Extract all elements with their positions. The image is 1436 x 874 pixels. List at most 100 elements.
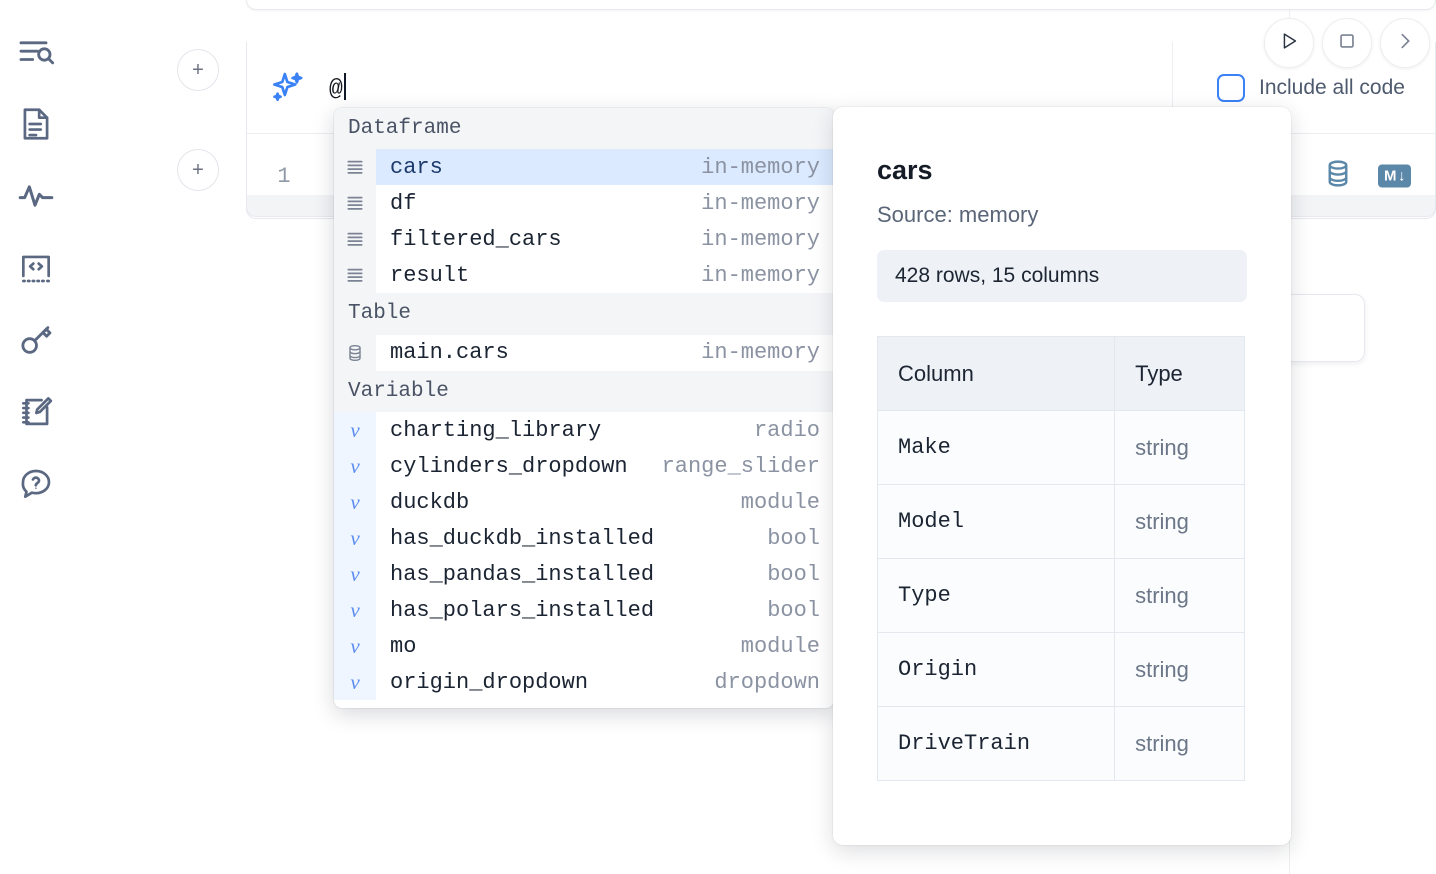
- include-all-code-label: Include all code: [1259, 75, 1405, 99]
- autocomplete-item[interactable]: v charting_library radio: [334, 412, 834, 449]
- plus-icon: +: [192, 159, 204, 181]
- include-all-code-control[interactable]: Include all code: [1173, 73, 1405, 102]
- autocomplete-item-type: in-memory: [701, 340, 820, 366]
- dataframe-icon: [334, 149, 376, 186]
- line-number: 1: [277, 163, 291, 189]
- autocomplete-group-header: Dataframe: [334, 108, 834, 150]
- sidebar-item-activity[interactable]: [8, 160, 64, 232]
- markdown-icon[interactable]: M↓: [1378, 164, 1411, 188]
- include-all-code-checkbox[interactable]: [1217, 73, 1245, 102]
- ai-prompt-input[interactable]: @: [329, 73, 346, 102]
- left-sidebar: [0, 0, 72, 874]
- autocomplete-item-name: result: [390, 262, 470, 288]
- autocomplete-item-type: in-memory: [701, 190, 820, 216]
- code-snippet-icon: [17, 249, 55, 287]
- autocomplete-item-type: module: [740, 633, 820, 659]
- chat-help-icon: [17, 465, 55, 503]
- autocomplete-item-type: radio: [753, 417, 820, 443]
- schema-column-type: string: [1114, 632, 1245, 707]
- variable-icon: v: [334, 412, 376, 449]
- autocomplete-item-type: module: [740, 489, 820, 515]
- autocomplete-item-name: charting_library: [390, 417, 602, 443]
- detail-source: Source: memory: [877, 202, 1039, 227]
- database-icon[interactable]: [1322, 158, 1354, 195]
- schema-column-name: Model: [876, 484, 1116, 559]
- schema-column-type: string: [1114, 706, 1245, 781]
- markdown-arrow: ↓: [1398, 167, 1406, 185]
- sidebar-item-secrets[interactable]: [8, 304, 64, 376]
- add-cell-button-top[interactable]: +: [177, 49, 219, 91]
- more-actions-button[interactable]: [1380, 18, 1430, 68]
- autocomplete-item-name: mo: [390, 633, 417, 659]
- autocomplete-item-body: duckdb module: [376, 484, 834, 520]
- explore-search-icon: [16, 32, 56, 72]
- autocomplete-item-type: in-memory: [701, 154, 820, 180]
- cell-language-icons: M↓: [1322, 158, 1411, 195]
- previous-cell[interactable]: [246, 0, 1436, 10]
- autocomplete-item-type: in-memory: [701, 226, 820, 252]
- autocomplete-item-body: has_duckdb_installed bool: [376, 520, 834, 556]
- autocomplete-item-name: has_duckdb_installed: [390, 525, 655, 551]
- autocomplete-item-name: cylinders_dropdown: [390, 453, 628, 479]
- ai-prompt-value: @: [329, 76, 343, 102]
- sidebar-item-snippets[interactable]: [8, 232, 64, 304]
- run-button[interactable]: [1264, 18, 1314, 68]
- dataframe-icon: [334, 221, 376, 258]
- stop-button[interactable]: [1322, 18, 1372, 68]
- autocomplete-item-body: cylinders_dropdown range_slider: [376, 448, 834, 484]
- variable-icon: v: [334, 484, 376, 521]
- code-editor-row: 1 M↓: [247, 134, 1435, 218]
- column-header-type: Type: [1114, 336, 1245, 411]
- autocomplete-item-body: charting_library radio: [376, 412, 834, 448]
- ai-prompt-input-area[interactable]: @: [247, 41, 1173, 134]
- detail-title: cars: [877, 155, 933, 185]
- sidebar-item-explore[interactable]: [8, 16, 64, 88]
- autocomplete-item-body: df in-memory: [376, 185, 834, 221]
- sidebar-item-scratchpad[interactable]: [8, 376, 64, 448]
- activity-pulse-icon: [16, 176, 56, 216]
- sidebar-item-notebook[interactable]: [8, 88, 64, 160]
- autocomplete-item-name: main.cars: [390, 340, 509, 366]
- autocomplete-item-type: range_slider: [661, 453, 820, 479]
- schema-column-type: string: [1114, 558, 1245, 633]
- schema-column-name: Make: [876, 410, 1116, 485]
- detail-shape-badge: 428 rows, 15 columns: [877, 250, 1247, 302]
- text-caret: [343, 73, 346, 100]
- database-icon: [334, 334, 376, 371]
- autocomplete-item[interactable]: main.cars in-memory: [334, 334, 834, 371]
- markdown-label: M: [1384, 167, 1397, 185]
- schema-column-type: string: [1114, 484, 1245, 559]
- autocomplete-item-name: df: [390, 190, 417, 216]
- variable-icon: v: [334, 628, 376, 665]
- sidebar-item-help[interactable]: [8, 448, 64, 520]
- chevron-icon: [1394, 30, 1416, 57]
- autocomplete-item-name: duckdb: [390, 489, 470, 515]
- autocomplete-item-type: bool: [767, 525, 820, 551]
- autocomplete-item[interactable]: df in-memory: [334, 185, 834, 222]
- add-cell-button-bottom[interactable]: +: [177, 149, 219, 191]
- dataframe-icon: [334, 257, 376, 294]
- cell-run-controls: [1264, 18, 1430, 68]
- autocomplete-group-header: Table: [334, 293, 834, 335]
- stop-square-icon: [1336, 30, 1358, 57]
